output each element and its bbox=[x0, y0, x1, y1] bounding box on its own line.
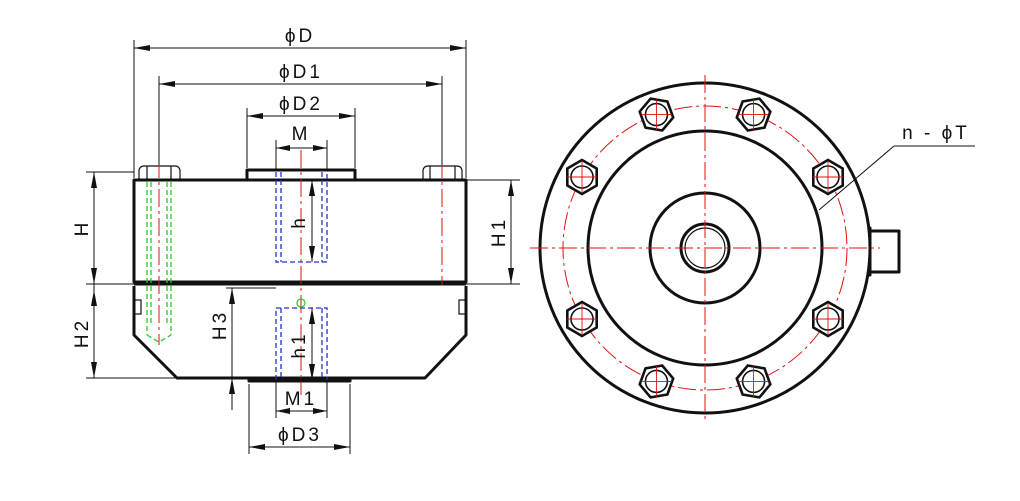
top-boss bbox=[245, 168, 357, 180]
dim-h bbox=[309, 180, 315, 262]
label-nT: n - ϕT bbox=[902, 123, 970, 144]
bolt-head bbox=[735, 97, 772, 132]
label-phiD: ϕD bbox=[285, 26, 315, 47]
upper-body bbox=[132, 178, 468, 284]
leader-nT bbox=[818, 145, 975, 211]
label-h1: h1 bbox=[289, 331, 310, 358]
label-phiD3: ϕD3 bbox=[278, 425, 322, 446]
dim-M bbox=[275, 140, 328, 170]
dim-phiD bbox=[133, 40, 467, 178]
connector bbox=[868, 229, 901, 274]
bolt-head bbox=[811, 158, 845, 196]
label-h: h bbox=[289, 215, 310, 229]
label-M: M bbox=[292, 124, 311, 145]
front-view: n - ϕT bbox=[530, 75, 975, 420]
dim-H bbox=[86, 171, 134, 285]
dim-phiD3 bbox=[248, 384, 351, 454]
side-view: ϕD ϕD1 ϕD2 M M1 ϕD3 H H2 H1 H3 h h1 bbox=[72, 26, 520, 454]
bolt-heads bbox=[565, 97, 845, 399]
label-phiD1: ϕD1 bbox=[279, 62, 323, 83]
dim-H1 bbox=[466, 179, 520, 285]
label-M1: M1 bbox=[285, 389, 317, 410]
label-H1: H1 bbox=[489, 217, 510, 247]
left-mark bbox=[133, 299, 142, 315]
dim-h1 bbox=[309, 308, 315, 380]
label-phiD2: ϕD2 bbox=[279, 94, 323, 115]
bottom-boss bbox=[247, 378, 352, 383]
bolt-head bbox=[811, 300, 845, 338]
bolt-hidden-lines bbox=[146, 182, 172, 343]
dim-M1 bbox=[275, 382, 328, 418]
label-H2: H2 bbox=[72, 318, 93, 348]
label-H3: H3 bbox=[210, 310, 231, 340]
center-mark bbox=[296, 298, 306, 308]
right-mark bbox=[458, 299, 467, 315]
label-H: H bbox=[72, 220, 93, 237]
bolt-head bbox=[565, 158, 599, 196]
dim-phiD1 bbox=[158, 76, 443, 165]
bolt-head bbox=[638, 97, 675, 132]
bolt-head bbox=[638, 364, 675, 399]
dim-H2 bbox=[86, 284, 177, 379]
bolt-head bbox=[565, 300, 599, 338]
dim-phiD2 bbox=[246, 108, 356, 168]
dim-H3 bbox=[226, 287, 276, 410]
bolt-head bbox=[735, 364, 772, 399]
